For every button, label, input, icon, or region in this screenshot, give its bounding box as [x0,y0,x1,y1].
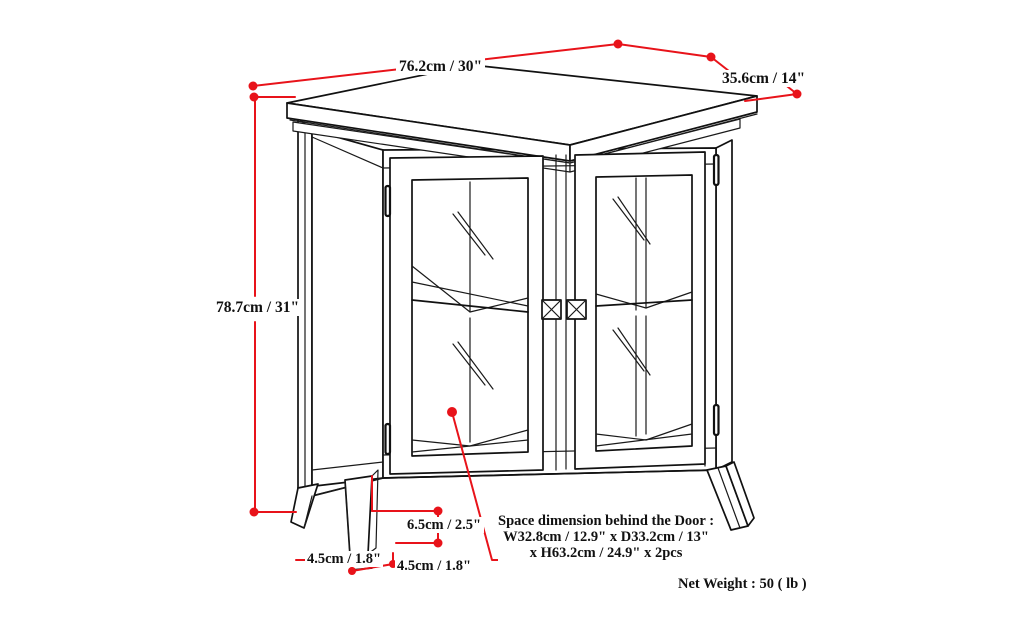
left-interior-shelf-front-edge [411,281,529,307]
leg-back-right [725,461,755,527]
left-knob-cross [541,299,562,320]
dimension-height-label: 78.7cm / 31" [213,299,303,317]
right-glass-reflection-lower-b [617,327,651,376]
dimension-depth-dot-upper [706,52,716,62]
left-door-knob[interactable] [541,299,562,320]
left-glass-door[interactable] [382,149,544,479]
space-note-line-2: W32.8cm / 12.9" x D33.2cm / 13" [503,529,709,546]
dimension-foot-right-line [351,563,394,572]
leg-front-right-inner [717,467,741,529]
top-rail-left-return [311,136,384,169]
dimension-toe-dot-bottom [433,538,443,548]
right-glass-door[interactable] [574,151,720,470]
right-door-hinge-bottom [712,403,720,437]
dimension-width-dot-left [248,81,258,91]
dimension-depth-line-upper [617,43,735,76]
dimension-depth-label: 35.6cm / 14" [719,70,809,88]
right-door-hinge-top [712,153,720,187]
left-interior-shelf-band [411,299,529,313]
right-knob-cross [566,299,587,320]
dimension-foot-left-label: 4.5cm / 1.8" [305,551,384,568]
right-glass-reflection-lower-a [612,329,645,372]
dimension-toe-dot-top [433,506,443,516]
dimension-toe-label: 6.5cm / 2.5" [404,517,485,534]
right-door-knob[interactable] [566,299,587,320]
left-glass-reflection-upper-b [457,211,494,260]
right-interior-shelf-band [595,299,693,307]
dimension-height-callout [249,92,297,517]
dimension-depth-callout [617,43,802,102]
left-interior-shelf-top-edge [411,265,529,313]
dimension-depth-dot-lower [792,89,802,99]
dimension-depth-line-lower [744,93,798,102]
right-interior-shelf-top-edge [595,291,693,309]
left-door-hinge-top [384,184,392,218]
dimension-toe-callout [371,506,443,548]
table-top-right-edge [569,95,758,162]
space-behind-door-note: Space dimension behind the Door : W32.8c… [498,513,715,562]
left-glass-reflection-upper-a [452,213,486,256]
cabinet-left-face-return [311,129,384,497]
dimension-height-dot-top [249,92,259,102]
left-door-hinge-bottom [384,422,392,456]
right-interior-bottom-front [595,433,693,447]
dimension-foot-right-callout [351,475,397,572]
bottom-rail-left-return [311,461,384,471]
left-glass-reflection-lower-a [452,343,486,386]
left-glass-reflection-lower-b [457,341,494,390]
left-interior-bottom-front [411,439,529,453]
leg-back-left-inner [303,495,313,529]
left-door-glass-opening [411,177,529,457]
net-weight-label: Net Weight : 50 ( lb ) [678,576,807,593]
right-glass-reflection-upper-a [612,198,645,241]
leg-back-left [290,483,319,529]
dimension-foot-right-label: 4.5cm / 1.8" [395,558,474,575]
space-note-line-3: x H63.2cm / 24.9" x 2pcs [529,545,683,562]
dimension-height-dot-bottom [249,507,259,517]
center-stile-group [541,154,587,471]
leg-front-left-inner [344,479,351,557]
right-door-glass-opening [595,174,693,452]
front-bottom-rail-bottom [382,469,717,479]
right-glass-reflection-upper-b [617,196,651,245]
dimension-width-label: 76.2cm / 30" [396,58,486,76]
space-note-line-1: Space dimension behind the Door : [498,513,715,529]
